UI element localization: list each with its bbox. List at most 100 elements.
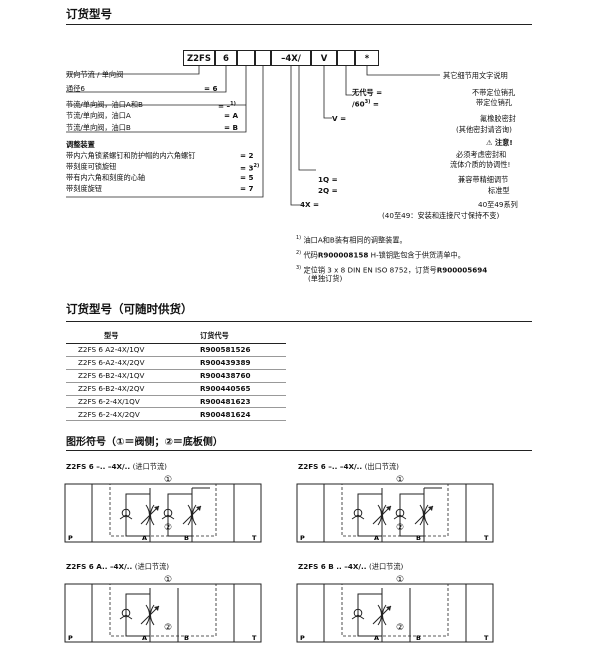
no-code-label: 无代号 = xyxy=(352,88,383,97)
diagram-title-code: Z2FS 6 B .. –4X/.. xyxy=(298,562,367,571)
row-value-ab: = –1) xyxy=(218,101,236,111)
cell-order-no: R900481623 xyxy=(200,395,286,409)
q2-desc: 标准型 xyxy=(488,186,510,195)
adjust-value-7: = 7 xyxy=(240,184,254,193)
diagram-title: Z2FS 6 –.. –4X/.. (进口节流) xyxy=(66,462,167,472)
hydraulic-symbol: ① ② P A B T xyxy=(64,475,262,543)
other-details-text: 其它细节用文字说明 xyxy=(443,71,508,80)
v-code-label: V = xyxy=(332,114,347,123)
footnote-3-line2: (单独订货) xyxy=(308,274,343,283)
hydraulic-symbol: ① ② P A B T xyxy=(64,575,262,643)
port-a-label: A xyxy=(142,634,147,642)
diagram-title-sub: (进口节流) xyxy=(369,562,404,571)
note-line-2: 流体介质的协调性! xyxy=(450,160,511,169)
port-b-label: B xyxy=(184,634,189,642)
diagram-title-code: Z2FS 6 –.. –4X/.. xyxy=(66,462,131,471)
series-label: 4X = xyxy=(300,200,320,209)
divider xyxy=(66,450,532,451)
footnote-3: 3) 定位销 3 x 8 DIN EN ISO 8752，订货号R9000056… xyxy=(296,265,488,275)
cell-type: Z2FS 6-B2-4X/1QV xyxy=(66,369,200,383)
port-a-label: A xyxy=(142,534,147,542)
adjust-value-3: = 32) xyxy=(240,163,260,173)
port-p-label: P xyxy=(300,534,305,542)
valve-side-marker: ① xyxy=(396,575,404,585)
row-label-double-throttle: 双向节流 / 单向阀 xyxy=(66,70,124,79)
divider xyxy=(66,321,532,322)
cell-order-no: R900438760 xyxy=(200,369,286,383)
divider xyxy=(66,24,532,25)
adjust-row-5: 带有内六角和刻度的心轴 xyxy=(66,173,146,182)
plate-side-marker: ② xyxy=(396,523,404,533)
port-a-label: A xyxy=(374,634,379,642)
valve-side-marker: ① xyxy=(164,475,172,485)
attention-label: ⚠ 注意! xyxy=(486,138,513,147)
code-60-desc: 带定位销孔 xyxy=(476,98,512,107)
row-value-b: = B xyxy=(224,123,239,132)
code-box-seal: V xyxy=(311,50,337,66)
code-box-size: 6 xyxy=(215,50,237,66)
warning-icon: ⚠ xyxy=(486,138,493,147)
cell-type: Z2FS 6-A2-4X/2QV xyxy=(66,356,200,370)
code-connector-lines xyxy=(66,66,440,206)
v-desc-2: (其他密封请咨询) xyxy=(456,125,512,134)
v-desc-1: 氟橡胶密封 xyxy=(480,114,516,123)
valve-side-marker: ① xyxy=(396,475,404,485)
port-b-label: B xyxy=(184,534,189,542)
diagram-title-code: Z2FS 6 –.. –4X/.. xyxy=(298,462,363,471)
port-t-label: T xyxy=(484,534,489,542)
port-t-label: T xyxy=(252,634,257,642)
row-label-a: 节流/单向阀，油口A xyxy=(66,111,131,120)
cell-order-no: R900581526 xyxy=(200,343,286,357)
port-b-label: B xyxy=(416,534,421,542)
port-b-label: B xyxy=(416,634,421,642)
footnote-1: 1) 油口A和B装有相同的调整装置。 xyxy=(296,235,407,245)
diagram-title-sub: (进口节流) xyxy=(132,462,167,471)
code-box-series: –4X/ xyxy=(271,50,311,66)
plate-side-marker: ② xyxy=(396,623,404,633)
row-label-size6: 通径6 xyxy=(66,84,85,93)
code-box-other: * xyxy=(355,50,379,66)
no-code-desc: 不带定位销孔 xyxy=(472,88,516,97)
diagram-title: Z2FS 6 A.. –4X/.. (进口节流) xyxy=(66,562,169,572)
adjust-row-7: 带刻度旋钮 xyxy=(66,184,102,193)
row-value-size6: = 6 xyxy=(204,84,218,93)
section-title-symbols: 图形符号（①＝阀侧；②＝底板侧） xyxy=(66,437,223,448)
q2-label: 2Q = xyxy=(318,186,338,195)
diagram-title: Z2FS 6 B .. –4X/.. (进口节流) xyxy=(298,562,403,572)
adjust-row-2: 带内六角锁紧螺钉和防护帽的内六角螺钉 xyxy=(66,151,196,160)
row-label-b: 节流/单向阀，油口B xyxy=(66,123,131,132)
port-p-label: P xyxy=(68,634,73,642)
plate-side-marker: ② xyxy=(164,623,172,633)
series-desc-2: (40至49：安装和连接尺寸保持不变) xyxy=(382,211,500,220)
valve-side-marker: ① xyxy=(164,575,172,585)
row-label-ab: 节流/单向阀，油口A和B xyxy=(66,100,143,109)
cell-order-no: R900440565 xyxy=(200,382,286,396)
q1-label: 1Q = xyxy=(318,175,338,184)
port-t-label: T xyxy=(252,534,257,542)
cell-type: Z2FS 6-2-4X/2QV xyxy=(66,407,200,422)
adjust-value-2: = 2 xyxy=(240,151,254,160)
port-t-label: T xyxy=(484,634,489,642)
note-line-1: 必须考虑密封和 xyxy=(456,150,507,159)
cell-order-no: R900481624 xyxy=(200,407,286,422)
code-box-adjust xyxy=(255,50,271,66)
port-p-label: P xyxy=(68,534,73,542)
plate-side-marker: ② xyxy=(164,523,172,533)
code-box-port xyxy=(237,50,255,66)
cell-type: Z2FS 6-2-4X/1QV xyxy=(66,395,200,409)
code-60-label: /603) = xyxy=(352,99,379,109)
footnote-2: 2) 代码R900008158 H-锁钥匙包含于供货清单中。 xyxy=(296,250,465,260)
table-header-type: 型号 xyxy=(66,331,200,344)
cell-order-no: R900439389 xyxy=(200,356,286,370)
section-title-available: 订货型号（可随时供货） xyxy=(66,302,193,316)
diagram-title: Z2FS 6 –.. –4X/.. (出口节流) xyxy=(298,462,399,472)
cell-type: Z2FS 6-B2-4X/2QV xyxy=(66,382,200,396)
adjust-heading: 调整装置 xyxy=(66,140,95,149)
